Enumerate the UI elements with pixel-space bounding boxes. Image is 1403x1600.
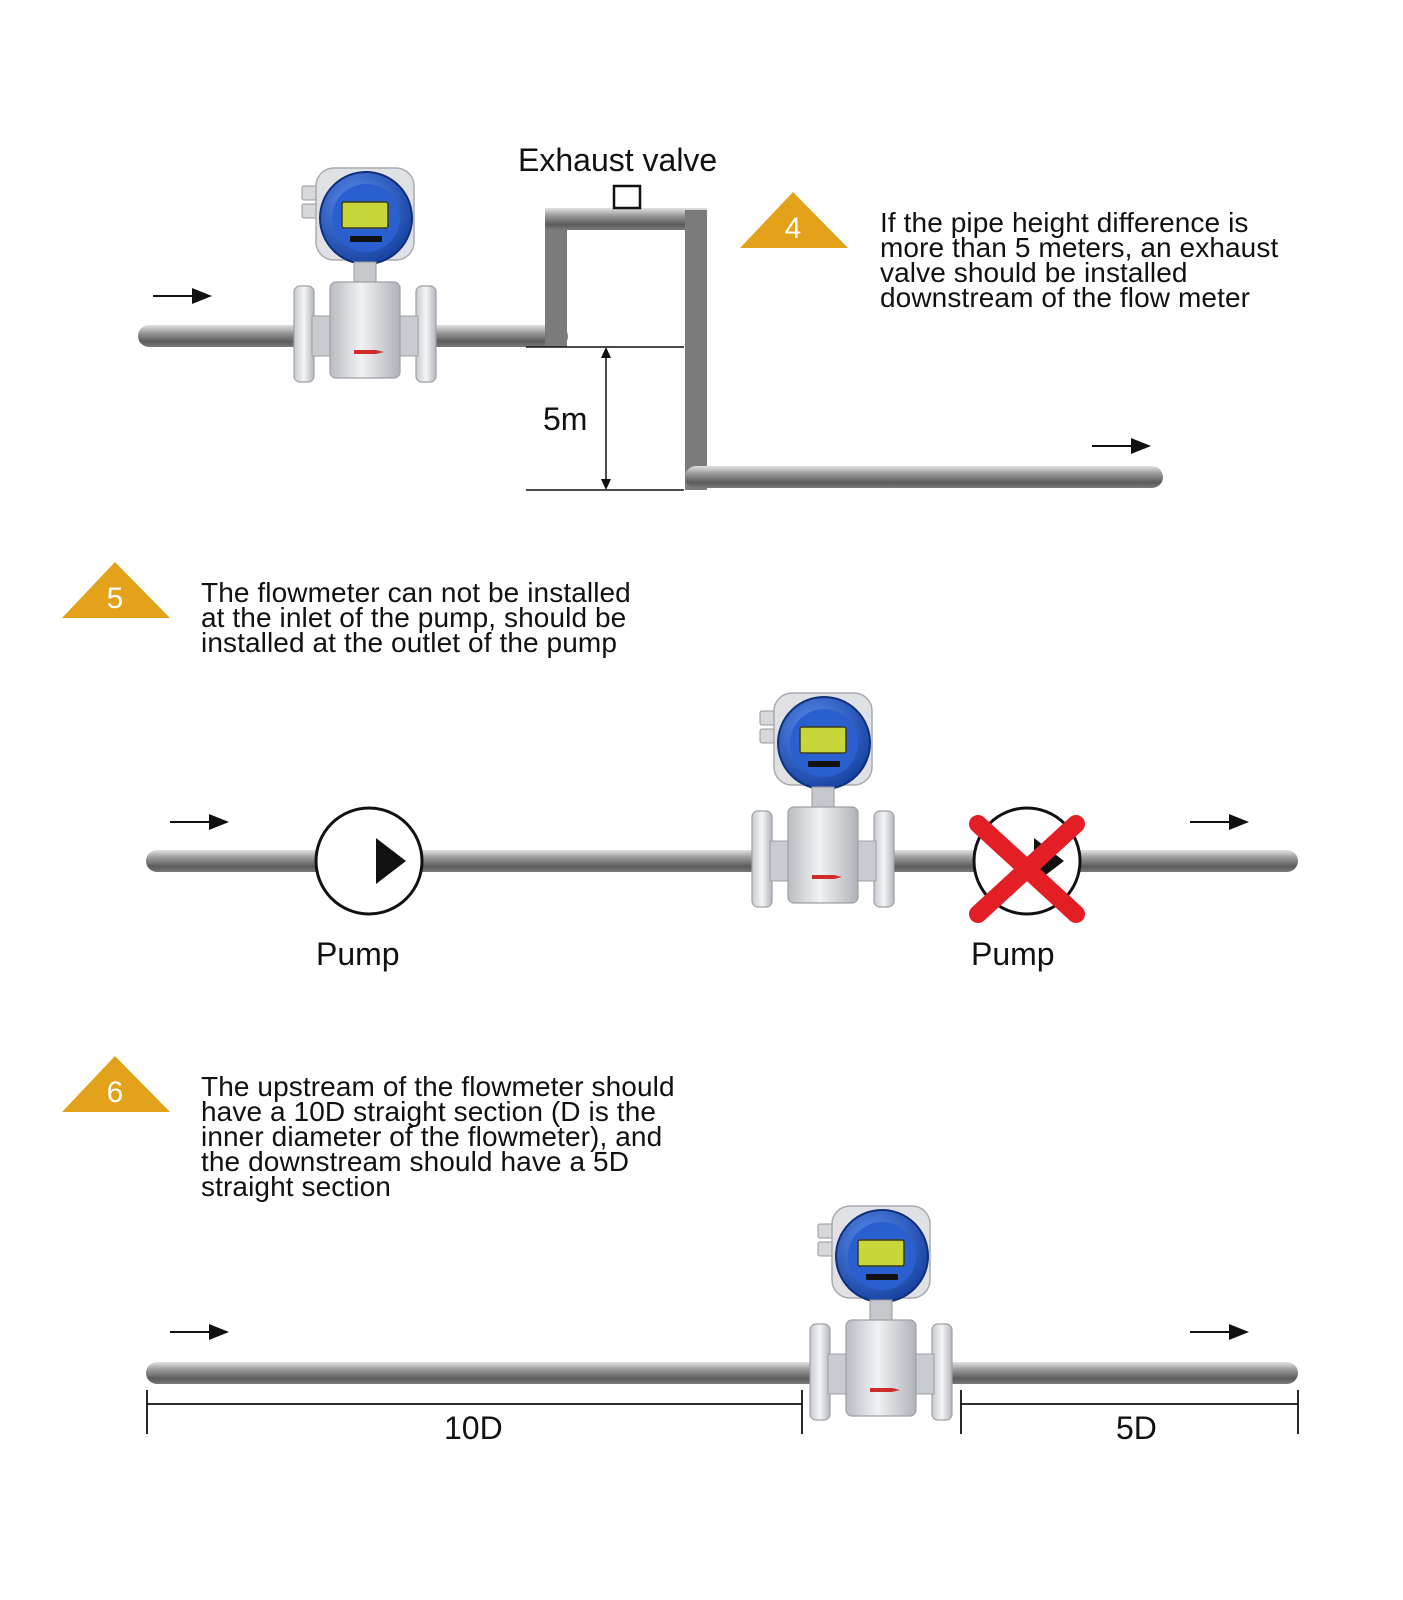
note-line: If the pipe height difference is <box>880 207 1249 238</box>
badge-6: 6 <box>107 1076 124 1109</box>
exhaust-valve-label: Exhaust valve <box>518 142 718 178</box>
section-4-note: If the pipe height difference is more th… <box>880 207 1279 313</box>
section-4-diagram: 4 <box>138 167 1163 491</box>
note-line: more than 5 meters, an exhaust <box>880 232 1279 263</box>
note-line: downstream of the flow meter <box>880 282 1251 313</box>
pump-label-right: Pump <box>971 936 1055 972</box>
pipe <box>146 1362 1298 1384</box>
warning-triangle-icon <box>62 562 170 618</box>
note-line: The flowmeter can not be installed <box>201 577 631 608</box>
pipe-top <box>545 208 707 230</box>
flowmeter-icon <box>809 1205 953 1421</box>
pump-icon <box>314 806 424 916</box>
warning-triangle-icon <box>62 1056 170 1112</box>
flowmeter-icon <box>293 167 437 383</box>
warning-triangle-icon <box>740 192 848 248</box>
note-line: the downstream should have a 5D <box>201 1146 630 1177</box>
upstream-length-label: 10D <box>444 1410 503 1446</box>
section-6-diagram: 6 <box>62 1056 1299 1434</box>
play-icon <box>376 838 406 884</box>
badge-4: 4 <box>785 212 802 245</box>
height-label: 5m <box>543 401 588 437</box>
badge-5: 5 <box>107 582 124 615</box>
flowmeter-icon <box>751 692 895 908</box>
downstream-length-label: 5D <box>1116 1410 1157 1446</box>
note-line: The upstream of the flowmeter should <box>201 1071 675 1102</box>
pipe-drop <box>685 210 707 490</box>
downstream-dimension <box>960 1390 1299 1434</box>
pipe-outlet <box>685 466 1163 488</box>
note-line: installed at the outlet of the pump <box>201 627 617 658</box>
section-5-note: The flowmeter can not be installed at th… <box>201 577 631 658</box>
pipe-riser <box>545 210 567 347</box>
note-line: at the inlet of the pump, should be <box>201 602 627 633</box>
section-5-diagram: 5 <box>62 562 1298 923</box>
note-line: inner diameter of the flowmeter), and <box>201 1121 663 1152</box>
section-6-note: The upstream of the flowmeter should hav… <box>201 1071 675 1202</box>
note-line: have a 10D straight section (D is the <box>201 1096 657 1127</box>
pump-label-left: Pump <box>316 936 400 972</box>
cross-icon <box>969 815 1085 923</box>
note-line: valve should be installed <box>880 257 1188 288</box>
note-line: straight section <box>201 1171 391 1202</box>
upstream-dimension <box>146 1390 803 1434</box>
exhaust-valve-icon <box>612 184 642 210</box>
